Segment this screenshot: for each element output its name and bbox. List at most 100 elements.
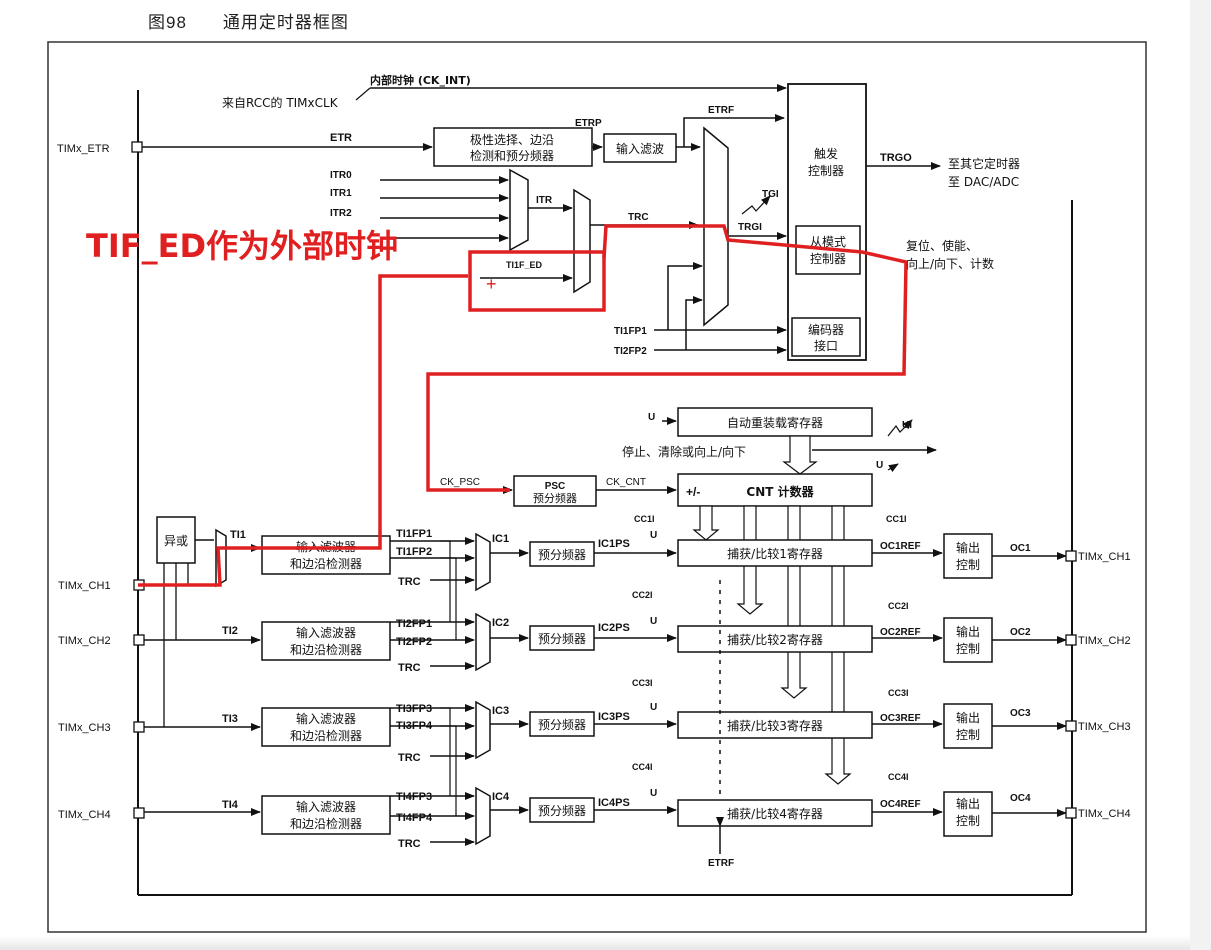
trc-mux: [573, 188, 591, 294]
cc2i-label: CC2I: [632, 590, 653, 600]
capcomp3-label: 捕获/比较3寄存器: [727, 718, 823, 733]
filter3-l2: 和边沿检测器: [290, 728, 362, 743]
etr-label: ETR: [330, 132, 352, 144]
to-dac-label: 至 DAC/ADC: [948, 175, 1019, 189]
polarity-block: [433, 127, 593, 167]
red-highlight-path: [138, 224, 908, 587]
ic4-label: IC4: [492, 791, 510, 803]
filter3-l1: 输入滤波器: [296, 711, 356, 726]
itr-label: ITR: [536, 195, 553, 206]
psc-block: [513, 475, 597, 507]
up-down-count-label: 向上/向下、计数: [906, 256, 994, 271]
prescaler1-label: 预分频器: [538, 548, 586, 562]
out2-l1: 输出: [956, 624, 980, 639]
u-label-ui: U: [876, 460, 883, 471]
figure-caption: 通用定时器框图: [222, 13, 349, 32]
ic3-label: IC3: [492, 705, 509, 717]
rcc-clk-label: 来自RCC的 TIMxCLK: [222, 95, 339, 110]
itr1-label: ITR1: [330, 188, 352, 199]
psc-label-1: PSC: [545, 481, 566, 492]
ti2fp1-label: TI2FP1: [396, 618, 432, 630]
ic2-label: IC2: [492, 617, 509, 629]
oc2ref-label: OC2REF: [880, 627, 921, 638]
u-arrow-right: [887, 463, 899, 473]
etr-pin[interactable]: [131, 141, 143, 153]
out2-l2: 控制: [956, 642, 980, 656]
capcomp1-label: 捕获/比较1寄存器: [727, 546, 823, 561]
ti1f-ed-label: TI1F_ED: [506, 260, 543, 270]
tgi-arrow: [741, 195, 771, 215]
cc1i-label: CC1I: [634, 514, 655, 524]
oc4ref-label: OC4REF: [880, 799, 921, 810]
etrp-label: ETRP: [575, 118, 602, 129]
trc-label-3: TRC: [398, 752, 421, 764]
trc-label-4: TRC: [398, 838, 421, 850]
u-label-arr: U: [648, 412, 655, 423]
ck-cnt-label: CK_CNT: [606, 477, 646, 488]
out4-l1: 输出: [956, 796, 980, 811]
trigger-l2: 控制器: [808, 164, 844, 178]
oc1-label: OC1: [1010, 543, 1031, 554]
rcc-clk-tick: [355, 87, 371, 101]
ti1fp2-label: TI1FP2: [396, 546, 432, 558]
ch3-out-label: TIMx_CH3: [1078, 721, 1131, 733]
u-label-2: U: [650, 616, 657, 627]
slave-l1: 从模式: [810, 235, 846, 249]
prescaler3-label: 预分频器: [538, 718, 586, 732]
cc4i-r-label: CC4I: [888, 772, 909, 782]
filter1-l2: 和边沿检测器: [290, 556, 362, 571]
figure-title: 图98 通用定时器框图: [148, 8, 385, 33]
input-filter-label: 输入滤波: [616, 141, 664, 156]
ck-psc-label: CK_PSC: [440, 477, 480, 488]
oc4-label: OC4: [1010, 793, 1031, 804]
itr2-label: ITR2: [330, 208, 352, 219]
filter2-l2: 和边沿检测器: [290, 642, 362, 657]
etrf-bottom-label: ETRF: [708, 858, 734, 869]
trgi-label: TRGI: [738, 222, 762, 233]
cc2i-r-label: CC2I: [888, 601, 909, 611]
ch3-in-label: TIMx_CH3: [58, 722, 111, 734]
ch2-out-label: TIMx_CH2: [1078, 635, 1131, 647]
trigger-l1: 触发: [814, 146, 838, 161]
trc-label: TRC: [628, 212, 649, 223]
ti1fp1-label: TI1FP1: [396, 528, 432, 540]
prescaler4-label: 预分频器: [538, 804, 586, 818]
arr-to-cnt-arrow: [782, 435, 818, 475]
encoder-l1: 编码器: [808, 322, 844, 337]
polarity-l1: 极性选择、边沿: [470, 133, 554, 147]
cc3i-r-label: CC3I: [888, 688, 909, 698]
etrf-line: [683, 114, 785, 147]
trc-label-2: TRC: [398, 662, 421, 674]
ti2fp2-to-mux: [685, 296, 703, 350]
scroll-strip: [1190, 0, 1211, 950]
cnt-counter-block: [677, 473, 873, 507]
cc4i-label: CC4I: [632, 762, 653, 772]
ti3-label: TI3: [222, 713, 238, 725]
trgo-label: TRGO: [880, 152, 912, 164]
polarity-l2: 检测和预分频器: [470, 148, 554, 163]
ch4-out-label: TIMx_CH4: [1078, 808, 1131, 820]
u-label-1: U: [650, 530, 657, 541]
oc2-label: OC2: [1010, 627, 1031, 638]
out1-l1: 输出: [956, 540, 980, 555]
itr0-label: ITR0: [330, 170, 352, 181]
ic2ps-label: IC2PS: [598, 622, 630, 634]
oc3ref-label: OC3REF: [880, 713, 921, 724]
ti1-label: TI1: [230, 529, 246, 541]
encoder-l2: 接口: [814, 338, 838, 353]
channel-rows: [133, 532, 1077, 854]
tgi-label: TGI: [762, 189, 779, 200]
u-label-4: U: [650, 788, 657, 799]
figure-number: 图98: [148, 13, 187, 32]
xor-label: 异或: [164, 534, 188, 548]
psc-label-2: 预分频器: [533, 491, 577, 505]
out3-l2: 控制: [956, 728, 980, 742]
out3-l1: 输出: [956, 710, 980, 725]
auto-reload-label: 自动重装载寄存器: [727, 415, 823, 430]
capcomp2-label: 捕获/比较2寄存器: [727, 632, 823, 647]
filter4-l1: 输入滤波器: [296, 799, 356, 814]
ic1ps-label: IC1PS: [598, 538, 630, 550]
to-other-timer-label: 至其它定时器: [948, 156, 1020, 171]
